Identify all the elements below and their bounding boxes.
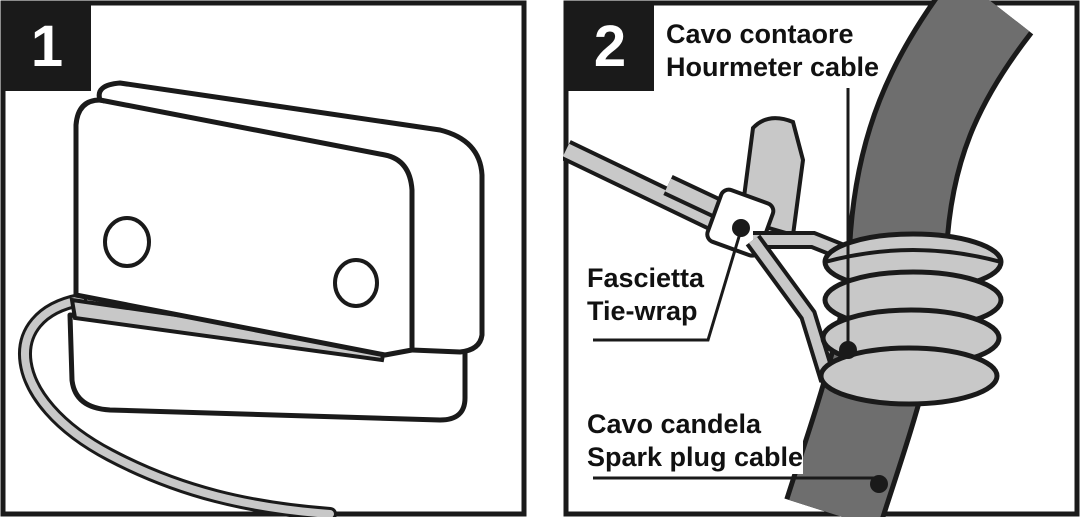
callout-hourmeter-cable: Cavo contaore Hourmeter cable: [666, 18, 880, 84]
leader-tie-wrap: [593, 229, 743, 342]
mounting-hole-left: [103, 216, 151, 268]
panel-1-illustration: [0, 0, 527, 517]
callout-hourmeter-en: Hourmeter cable: [666, 52, 880, 82]
leader-dot-tie-wrap: [732, 219, 750, 237]
sensor-body-edge: [99, 97, 415, 350]
leader-dot-hourmeter: [839, 341, 857, 359]
panel-2: 2 Cavo contaore Hourmeter cable Fasciett…: [563, 0, 1080, 517]
mounting-hole-right: [333, 258, 379, 308]
callout-spark-plug-en: Spark plug cable: [587, 442, 804, 472]
hourmeter-wire: [21, 296, 334, 517]
callout-tie-wrap-en: Tie-wrap: [587, 296, 698, 326]
panel-2-number-badge: 2: [566, 3, 654, 91]
panel-1: 1: [0, 0, 527, 517]
callout-tie-wrap: Fascietta Tie-wrap: [587, 262, 705, 328]
callout-spark-plug-it: Cavo candela: [587, 409, 762, 439]
callout-spark-plug-cable: Cavo candela Spark plug cable: [587, 408, 804, 474]
panel-1-number-badge: 1: [3, 3, 91, 91]
leader-dot-spark-plug: [870, 475, 888, 493]
sensor-body-top: [96, 80, 485, 355]
callout-hourmeter-it: Cavo contaore: [666, 19, 854, 49]
hourmeter-coil: [818, 231, 1004, 407]
callout-tie-wrap-it: Fascietta: [587, 263, 705, 293]
